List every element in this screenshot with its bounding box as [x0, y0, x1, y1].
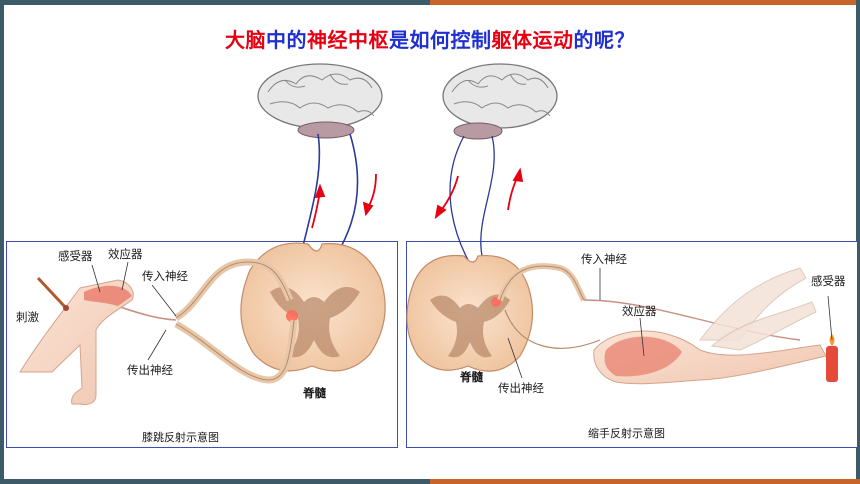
label-spinal-cord: 脊髓: [460, 370, 483, 384]
label-afferent: 传入神经: [142, 269, 188, 283]
signal-arrow-icon: [311, 183, 326, 229]
label-effector: 效应器: [622, 304, 657, 318]
left-accent-bar: [0, 0, 4, 484]
title-part: 大脑: [225, 28, 266, 52]
bottom-accent-bar-left: [0, 479, 430, 484]
label-afferent: 传入神经: [581, 252, 627, 266]
label-efferent: 传出神经: [498, 381, 544, 395]
label-spinal-cord: 脊髓: [303, 386, 326, 400]
title-part: 是如何控制: [389, 28, 492, 52]
label-efferent: 传出神经: [127, 363, 173, 377]
top-accent-bar-left: [0, 0, 430, 5]
title-part: 的呢？: [573, 28, 635, 52]
caption-withdrawal: 缩手反射示意图: [588, 427, 665, 440]
leg-image: [19, 276, 134, 405]
title-part: 神经中枢: [307, 28, 389, 52]
label-receptor: 感受器: [58, 249, 93, 263]
caption-knee-jerk: 膝跳反射示意图: [142, 431, 219, 444]
top-accent-bar-right: [430, 0, 860, 5]
bottom-accent-bar-right: [430, 479, 860, 484]
right-accent-bar: [856, 0, 860, 484]
signal-arrow-icon: [362, 173, 377, 217]
arm-image: [593, 267, 838, 385]
brain-left-image: [257, 63, 383, 139]
brain-right-image: [442, 63, 558, 140]
label-effector: 效应器: [108, 247, 143, 261]
title-part: 中的: [266, 28, 307, 52]
spinal-cord-right-image: [406, 254, 534, 372]
signal-arrow-icon: [507, 167, 524, 211]
title-part: 躯体运动: [491, 28, 574, 52]
label-receptor: 感受器: [811, 274, 846, 288]
slide-title: 大脑中的神经中枢是如何控制躯体运动的呢？: [0, 24, 860, 53]
label-stimulus: 刺激: [16, 310, 39, 324]
signal-arrow-icon: [434, 175, 459, 220]
